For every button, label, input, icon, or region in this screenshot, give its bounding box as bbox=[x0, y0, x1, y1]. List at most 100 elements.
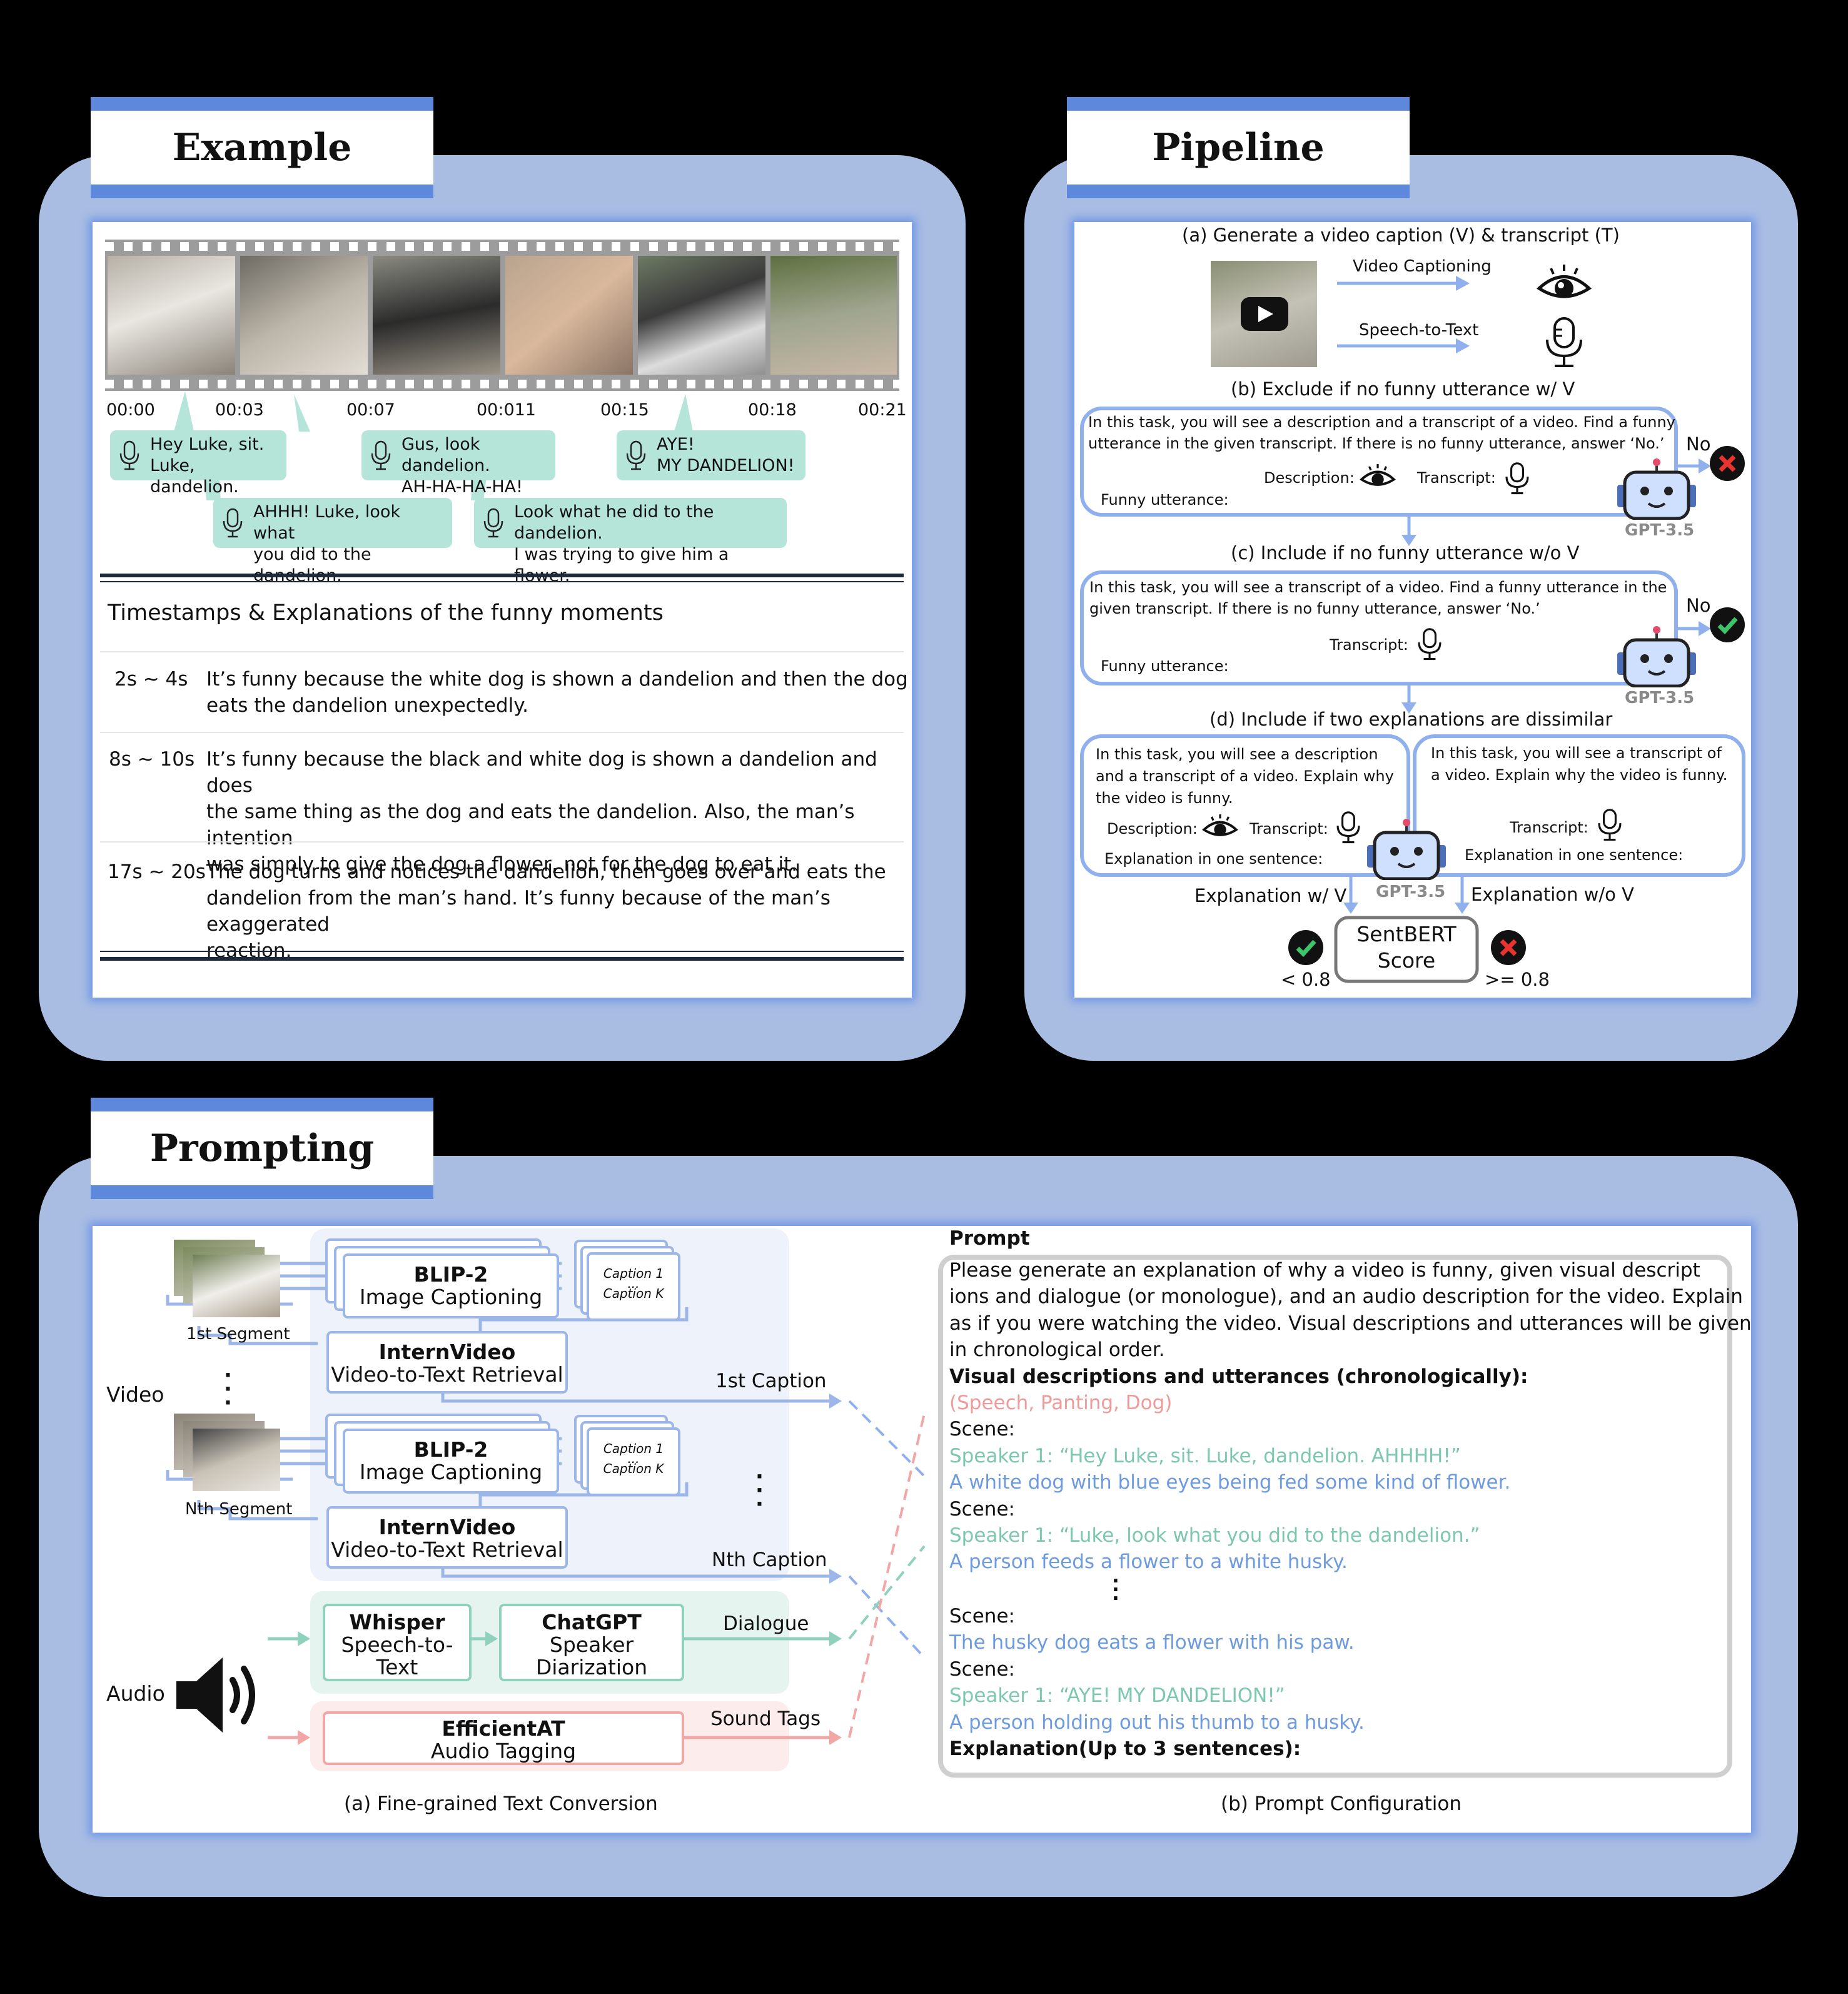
caption-line: A person holding out his thumb to a husk… bbox=[949, 1711, 1365, 1734]
figure-caption-a: (a) Fine-grained Text Conversion bbox=[344, 1793, 658, 1815]
timestamp: 00:15 bbox=[600, 400, 649, 420]
check-icon bbox=[1710, 607, 1745, 642]
video-frame-1 bbox=[108, 256, 235, 375]
microphone-icon bbox=[626, 440, 646, 470]
table-top-rule-thin bbox=[100, 581, 904, 582]
speaker-line: Speaker 1: “Hey Luke, sit. Luke, dandeli… bbox=[949, 1444, 1461, 1467]
step-c-label: (c) Include if no funny utterance w/o V bbox=[1231, 542, 1580, 564]
bubble-line: AHHH! Luke, look what bbox=[253, 502, 401, 543]
timestamp-label: 17s ~ 20s bbox=[108, 861, 206, 883]
speaker-line: Speaker 1: “AYE! MY DANDELION!” bbox=[949, 1684, 1285, 1708]
bubble-line: AH-HA-HA-HA! bbox=[401, 477, 523, 497]
efficientat-title: EfficientAT bbox=[442, 1716, 565, 1741]
microphone-icon bbox=[223, 508, 243, 538]
nth-caption-label: Nth Caption bbox=[712, 1549, 827, 1571]
chatgpt-title: ChatGPT bbox=[542, 1610, 642, 1634]
explanation-line: was simply to give the dog a flower, not… bbox=[206, 853, 798, 876]
figure-caption-b: (b) Prompt Configuration bbox=[1221, 1793, 1462, 1815]
audio-label: Audio bbox=[106, 1681, 165, 1706]
description-label: Description: bbox=[1107, 820, 1198, 838]
gpt-label: GPT-3.5 bbox=[1625, 689, 1695, 707]
table-bottom-rule bbox=[100, 957, 904, 961]
funny-utterance-label: Funny utterance: bbox=[1101, 657, 1229, 675]
caption-first: Caption 1 bbox=[603, 1266, 664, 1281]
gpt-label: GPT-3.5 bbox=[1376, 883, 1446, 901]
prompt-title: Prompt bbox=[949, 1227, 1030, 1250]
caption-first: Caption 1 bbox=[603, 1441, 664, 1456]
caption-line: A person feeds a flower to a white husky… bbox=[949, 1551, 1348, 1574]
funny-utterance-label: Funny utterance: bbox=[1101, 491, 1229, 509]
timestamp-label: 8s ~ 10s bbox=[109, 748, 195, 771]
first-caption-label: 1st Caption bbox=[715, 1370, 827, 1392]
explanation-line: eats the dandelion unexpectedly. bbox=[206, 694, 528, 717]
whisper-subtitle: Text bbox=[376, 1655, 418, 1679]
prompting-tab: Prompting bbox=[91, 1098, 433, 1199]
microphone-icon bbox=[119, 440, 139, 470]
sound-tags-label: Sound Tags bbox=[710, 1708, 821, 1730]
transcript-label: Transcript: bbox=[1510, 819, 1588, 836]
speaker-icon bbox=[176, 1657, 255, 1733]
segment-label: 1st Segment bbox=[186, 1325, 290, 1344]
video-frame-5 bbox=[638, 256, 765, 375]
video-frame-2 bbox=[240, 256, 368, 375]
example-tab: Example bbox=[91, 97, 433, 198]
video-thumbnail bbox=[1211, 261, 1317, 367]
video-frame-6 bbox=[770, 256, 897, 375]
robot-icon bbox=[1617, 458, 1696, 520]
internvideo-block: InternVideo Video-to-Text Retrieval bbox=[326, 1506, 568, 1569]
whisper-title: Whisper bbox=[349, 1610, 445, 1634]
prompt-line: Please generate an explanation of why a … bbox=[949, 1259, 1700, 1282]
caption-ellipsis: ... bbox=[627, 1451, 640, 1466]
bubble-line: Look what he did to the dandelion. bbox=[514, 502, 714, 543]
prompt-line: and a transcript of a video. Explain why bbox=[1096, 767, 1394, 785]
explanation-text: It’s funny because the black and white d… bbox=[206, 746, 912, 878]
chatgpt-block: ChatGPT Speaker Diarization bbox=[499, 1604, 684, 1681]
prompting-connectors bbox=[166, 1262, 926, 1745]
blip2-subtitle: Image Captioning bbox=[359, 1460, 543, 1484]
scene-label: Scene: bbox=[949, 1604, 1015, 1627]
eye-icon bbox=[1360, 464, 1396, 486]
speaker-line: Speaker 1: “Luke, look what you did to t… bbox=[949, 1524, 1480, 1547]
explanation-line: dandelion from the man’s hand. It’s funn… bbox=[206, 887, 831, 936]
prompt-box bbox=[938, 1255, 1732, 1778]
sentbert-line: Score bbox=[1377, 948, 1436, 973]
description-label: Description: bbox=[1264, 469, 1355, 487]
sound-tags-line: (Speech, Panting, Dog) bbox=[949, 1392, 1173, 1415]
threshold-below: < 0.8 bbox=[1281, 969, 1331, 990]
explanation-label: Explanation in one sentence: bbox=[1465, 846, 1684, 864]
blip2-block: BLIP-2 Image Captioning bbox=[343, 1429, 559, 1494]
step-a-label: (a) Generate a video caption (V) & trans… bbox=[1182, 225, 1620, 246]
prompt-line: the video is funny. bbox=[1096, 789, 1233, 807]
internvideo-block: InternVideo Video-to-Text Retrieval bbox=[326, 1331, 568, 1394]
whisper-block: Whisper Speech-to- Text bbox=[323, 1604, 472, 1681]
prompt-text: In this task, you will see a transcript … bbox=[1089, 579, 1667, 596]
explanation-line: It’s funny because the white dog is show… bbox=[206, 668, 908, 691]
speech-bubble: AHHH! Luke, look what you did to the dan… bbox=[213, 498, 452, 585]
example-inner: 00:00 00:03 00:07 00:011 00:15 00:18 00:… bbox=[93, 222, 912, 998]
table-bottom-rule-thin bbox=[100, 951, 904, 952]
threshold-above: >= 0.8 bbox=[1485, 969, 1550, 990]
no-label: No bbox=[1686, 433, 1711, 455]
bubble-line: MY DANDELION! bbox=[657, 456, 795, 475]
internvideo-subtitle: Video-to-Text Retrieval bbox=[331, 1362, 563, 1387]
bubble-line: AYE! bbox=[657, 435, 695, 454]
prompt-text: given transcript. If there is no funny u… bbox=[1089, 600, 1540, 617]
timestamp: 00:00 bbox=[106, 400, 155, 420]
transcript-label: Transcript: bbox=[1330, 636, 1408, 654]
video-frame-3 bbox=[373, 256, 500, 375]
cross-icon bbox=[1491, 930, 1526, 965]
film-perforation-bottom bbox=[105, 380, 899, 388]
internvideo-title: InternVideo bbox=[378, 1515, 516, 1539]
microphone-icon bbox=[1546, 317, 1582, 367]
microphone-icon bbox=[1598, 809, 1622, 841]
explanation-label: Explanation in one sentence: bbox=[1104, 850, 1323, 868]
whisper-subtitle: Speech-to- bbox=[341, 1632, 453, 1657]
caption-line: A white dog with blue eyes being fed som… bbox=[949, 1471, 1511, 1494]
no-label: No bbox=[1686, 595, 1711, 616]
divider bbox=[100, 651, 904, 652]
speech-bubble: Look what he did to the dandelion. I was… bbox=[474, 498, 787, 585]
scene-label: Scene: bbox=[949, 1657, 1015, 1681]
dialogue-label: Dialogue bbox=[723, 1612, 809, 1635]
bubble-line: Hey Luke, sit. bbox=[150, 435, 265, 454]
ellipsis-icon: ··· bbox=[224, 1363, 232, 1415]
